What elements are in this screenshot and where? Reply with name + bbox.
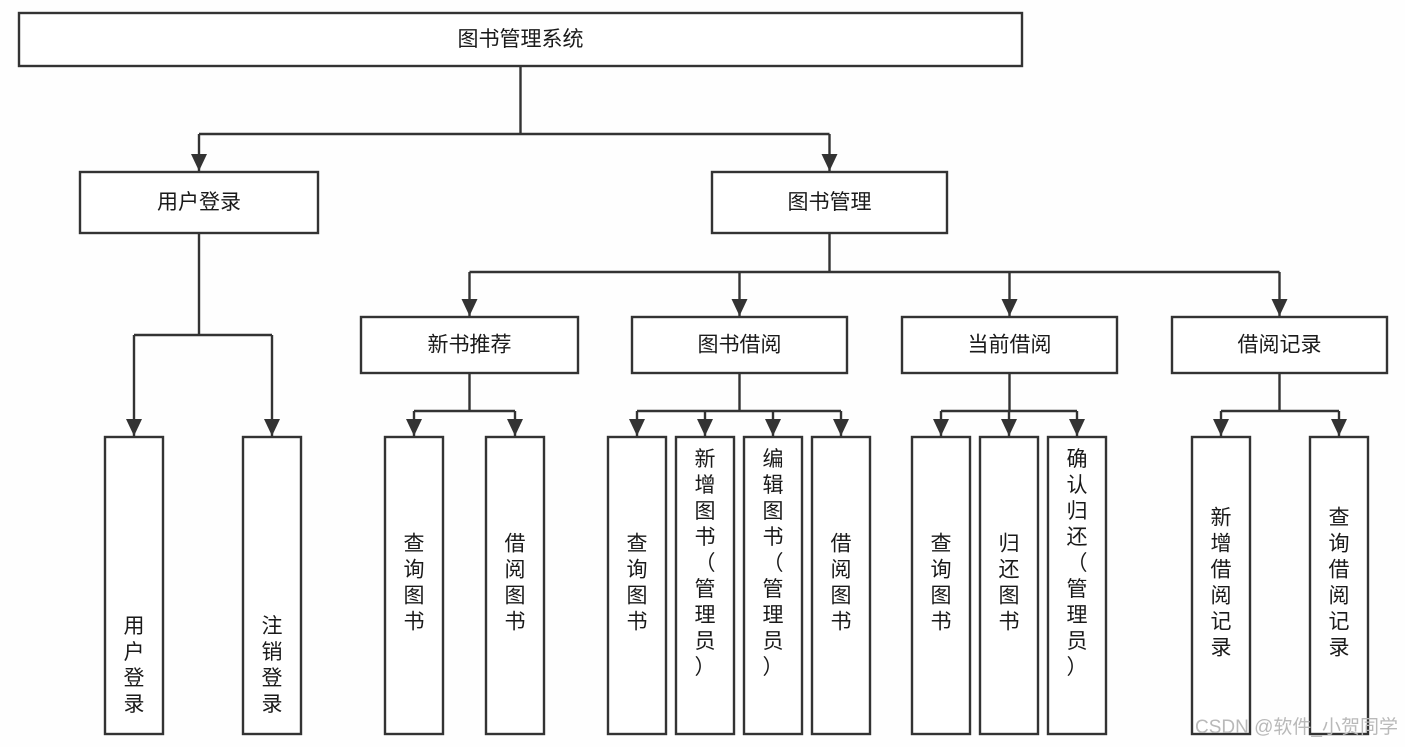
node-box-book-manage bbox=[710, 170, 949, 235]
node-box-borrow-record bbox=[1170, 315, 1389, 375]
node-box-leaf-user-logout bbox=[241, 435, 303, 736]
node-box-leaf-add-book bbox=[674, 435, 736, 736]
node-label-leaf-user-logout: 注销登录 bbox=[262, 615, 283, 716]
arrow-head-icon bbox=[461, 299, 478, 316]
node-label-leaf-query-book: 查询图书 bbox=[627, 533, 648, 634]
connectors-layer bbox=[126, 66, 1347, 436]
node-box-leaf-query-book-cur bbox=[910, 435, 972, 736]
node-label-book-manage: 图书管理 bbox=[788, 191, 872, 214]
arrow-head-icon bbox=[191, 154, 207, 171]
node-label-leaf-return-book: 归还图书 bbox=[999, 533, 1020, 634]
node-box-leaf-confirm-return bbox=[1046, 435, 1108, 736]
arrow-head-icon bbox=[731, 299, 748, 316]
node-new-book-rec[interactable]: 新书推荐 bbox=[359, 315, 580, 375]
node-label-leaf-query-book-cur: 查询图书 bbox=[931, 533, 952, 634]
node-box-leaf-user-login bbox=[103, 435, 165, 736]
node-label-leaf-borrow-book: 借阅图书 bbox=[831, 533, 852, 634]
node-box-leaf-return-book bbox=[978, 435, 1040, 736]
watermark-text: CSDN @软件_小贺同学 bbox=[1195, 716, 1398, 738]
arrow-head-icon bbox=[765, 419, 781, 436]
node-borrow-record[interactable]: 借阅记录 bbox=[1170, 315, 1389, 375]
node-label-root: 图书管理系统 bbox=[458, 28, 584, 51]
node-leaf-borrow-book[interactable]: 借阅图书 bbox=[810, 435, 872, 736]
node-leaf-query-book-cur[interactable]: 查询图书 bbox=[910, 435, 972, 736]
node-box-book-borrow bbox=[630, 315, 849, 375]
node-box-leaf-borrow-book-rec bbox=[484, 435, 546, 736]
arrow-head-icon bbox=[1331, 419, 1347, 436]
node-box-root bbox=[17, 11, 1024, 68]
arrow-head-icon bbox=[1069, 419, 1085, 436]
arrow-head-icon bbox=[933, 419, 949, 436]
node-leaf-query-record[interactable]: 查询借阅记录 bbox=[1308, 435, 1370, 736]
arrow-head-icon bbox=[833, 419, 849, 436]
node-box-new-book-rec bbox=[359, 315, 580, 375]
node-leaf-user-logout[interactable]: 注销登录 bbox=[241, 435, 303, 736]
node-leaf-return-book[interactable]: 归还图书 bbox=[978, 435, 1040, 736]
node-leaf-add-book[interactable]: 新增图书（管理员） bbox=[674, 435, 736, 736]
node-label-leaf-user-login: 用户登录 bbox=[124, 615, 145, 716]
node-leaf-edit-book[interactable]: 编辑图书（管理员） bbox=[742, 435, 804, 736]
node-box-leaf-query-book-rec bbox=[383, 435, 445, 736]
node-current-borrow[interactable]: 当前借阅 bbox=[900, 315, 1119, 375]
node-label-leaf-add-book: 新增图书（管理员） bbox=[695, 448, 716, 679]
node-label-leaf-query-record: 查询借阅记录 bbox=[1329, 507, 1350, 660]
node-label-current-borrow: 当前借阅 bbox=[968, 334, 1052, 357]
arrow-head-icon bbox=[1001, 419, 1017, 436]
arrow-head-icon bbox=[507, 419, 523, 436]
nodes-layer: 图书管理系统用户登录图书管理新书推荐图书借阅当前借阅借阅记录用户登录注销登录查询… bbox=[17, 11, 1389, 736]
node-label-leaf-confirm-return: 确认归还（管理员） bbox=[1067, 448, 1088, 679]
arrow-head-icon bbox=[126, 419, 142, 436]
arrow-head-icon bbox=[406, 419, 422, 436]
node-label-book-borrow: 图书借阅 bbox=[698, 334, 782, 357]
node-label-user-login: 用户登录 bbox=[157, 191, 241, 214]
node-box-user-login bbox=[78, 170, 320, 235]
node-leaf-borrow-book-rec[interactable]: 借阅图书 bbox=[484, 435, 546, 736]
node-box-current-borrow bbox=[900, 315, 1119, 375]
node-label-leaf-edit-book: 编辑图书（管理员） bbox=[763, 448, 784, 679]
arrow-head-icon bbox=[1271, 299, 1288, 316]
node-user-login[interactable]: 用户登录 bbox=[78, 170, 320, 235]
node-leaf-add-record[interactable]: 新增借阅记录 bbox=[1190, 435, 1252, 736]
arrow-head-icon bbox=[629, 419, 645, 436]
node-label-leaf-query-book-rec: 查询图书 bbox=[404, 533, 425, 634]
node-box-leaf-edit-book bbox=[742, 435, 804, 736]
node-book-borrow[interactable]: 图书借阅 bbox=[630, 315, 849, 375]
node-box-leaf-add-record bbox=[1190, 435, 1252, 736]
node-label-leaf-borrow-book-rec: 借阅图书 bbox=[505, 533, 526, 634]
node-leaf-query-book[interactable]: 查询图书 bbox=[606, 435, 668, 736]
node-label-borrow-record: 借阅记录 bbox=[1238, 334, 1322, 357]
node-label-new-book-rec: 新书推荐 bbox=[428, 334, 512, 357]
node-leaf-user-login[interactable]: 用户登录 bbox=[103, 435, 165, 736]
arrow-head-icon bbox=[1213, 419, 1229, 436]
node-root[interactable]: 图书管理系统 bbox=[17, 11, 1024, 68]
node-box-leaf-query-record bbox=[1308, 435, 1370, 736]
node-box-leaf-borrow-book bbox=[810, 435, 872, 736]
node-box-leaf-query-book bbox=[606, 435, 668, 736]
arrow-head-icon bbox=[821, 154, 838, 171]
node-leaf-confirm-return[interactable]: 确认归还（管理员） bbox=[1046, 435, 1108, 736]
node-book-manage[interactable]: 图书管理 bbox=[710, 170, 949, 235]
node-label-leaf-add-record: 新增借阅记录 bbox=[1211, 507, 1232, 660]
arrow-head-icon bbox=[1001, 299, 1018, 316]
arrow-head-icon bbox=[264, 419, 280, 436]
arrow-head-icon bbox=[697, 419, 713, 436]
node-leaf-query-book-rec[interactable]: 查询图书 bbox=[383, 435, 445, 736]
